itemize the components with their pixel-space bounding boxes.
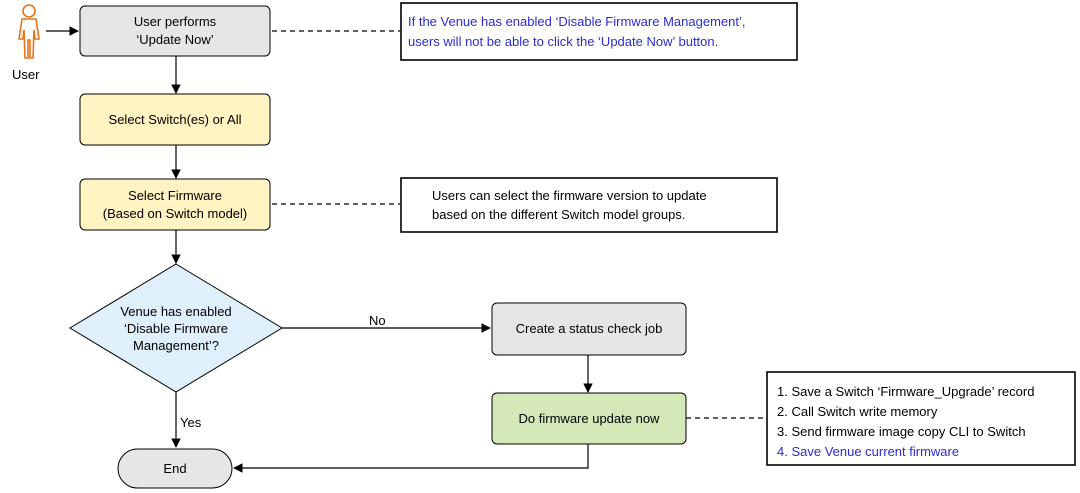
node-decision-line1: Venue has enabled [120, 304, 231, 319]
note-step-3: 3. Send firmware image copy CLI to Switc… [777, 424, 1026, 439]
node-end-line1: End [163, 461, 186, 476]
note-step-1: 1. Save a Switch ‘Firmware_Upgrade’ reco… [777, 384, 1034, 399]
note-disable-firmware-management: If the Venue has enabled ‘Disable Firmwa… [400, 2, 798, 61]
note-firmware-line2: based on the different Switch model grou… [432, 207, 685, 222]
node-select-switch-line1: Select Switch(es) or All [109, 112, 242, 127]
node-select-firmware-line2: (Based on Switch model) [103, 206, 248, 221]
node-decision-line2: ‘Disable Firmware [124, 321, 228, 336]
note-firmware-line1: Users can select the firmware version to… [432, 188, 707, 203]
edge-update-to-end [233, 444, 589, 473]
note-disable-line2: users will not be able to click the ‘Upd… [408, 34, 718, 49]
node-select-firmware-line1: Select Firmware [128, 188, 222, 203]
note-step-4: 4. Save Venue current firmware [777, 444, 959, 459]
note-firmware-version: Users can select the firmware version to… [400, 177, 778, 233]
user-actor: User [12, 4, 40, 82]
node-select-switch: Select Switch(es) or All [79, 93, 271, 146]
node-status-job: Create a status check job [491, 302, 687, 356]
node-decision-line3: Management’? [133, 338, 219, 353]
user-label: User [12, 67, 40, 82]
node-decision: Venue has enabled ‘Disable Firmware Mana… [69, 263, 283, 393]
edge-label-no: No [369, 313, 386, 328]
node-end: End [117, 448, 233, 489]
note-update-steps: 1. Save a Switch ‘Firmware_Upgrade’ reco… [766, 371, 1076, 466]
node-user-update-line1: User performs [134, 14, 217, 29]
node-user-update: User performs ‘Update Now’ [79, 5, 271, 57]
node-status-job-line1: Create a status check job [516, 321, 663, 336]
edges [46, 26, 593, 473]
note-disable-line1: If the Venue has enabled ‘Disable Firmwa… [408, 14, 745, 29]
note-step-2: 2. Call Switch write memory [777, 404, 938, 419]
edge-label-yes: Yes [180, 415, 202, 430]
dashed-connectors [272, 30, 766, 419]
node-user-update-line2: ‘Update Now’ [136, 32, 213, 47]
person-icon [18, 4, 40, 59]
node-firmware-update-line1: Do firmware update now [519, 411, 661, 426]
node-firmware-update: Do firmware update now [491, 392, 687, 445]
node-select-firmware: Select Firmware (Based on Switch model) [79, 178, 271, 231]
